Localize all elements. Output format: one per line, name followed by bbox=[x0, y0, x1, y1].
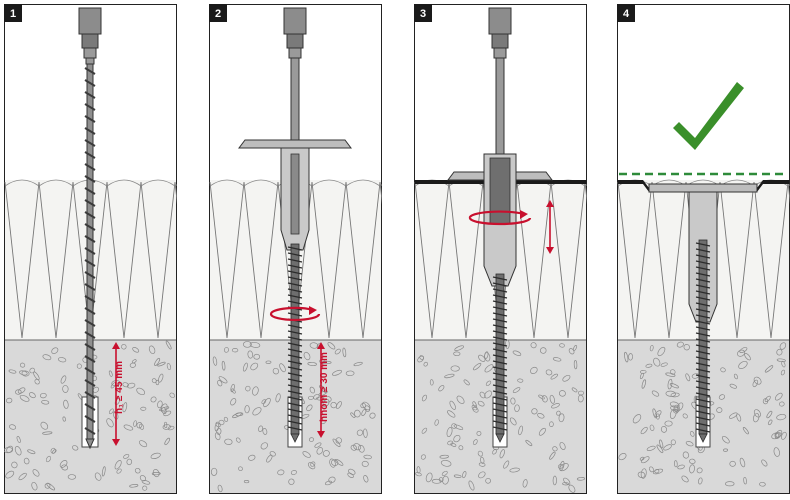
step-badge-3 bbox=[414, 4, 432, 22]
drill-chuck-collar bbox=[81, 33, 99, 49]
embed-depth-arrow-head-top bbox=[317, 342, 325, 349]
drill-depth-label: h₁ ≥ 45 mm bbox=[114, 361, 125, 414]
step-3-illustration: 3 bbox=[414, 4, 587, 494]
compression-arrow-head-bottom bbox=[546, 247, 554, 254]
rotation-arrow-back bbox=[269, 306, 314, 315]
rotation-arrow-head bbox=[520, 210, 528, 219]
step-badge-1 bbox=[4, 4, 22, 22]
drill-chuck-nose bbox=[288, 47, 302, 59]
drill-depth-arrow-head-top bbox=[112, 342, 120, 349]
screw-body-tip bbox=[495, 433, 505, 443]
drill-chuck-nose bbox=[493, 47, 507, 59]
drill-chuck bbox=[78, 7, 102, 35]
step-1-illustration: 1 h₁ ≥ 45 mm bbox=[4, 4, 177, 494]
drill-bit-flutes bbox=[84, 67, 96, 435]
step-badge-4 bbox=[617, 4, 635, 22]
rotation-arrow-head bbox=[309, 306, 317, 315]
rotation-arrow bbox=[269, 313, 321, 322]
drive-shaft bbox=[495, 57, 505, 159]
drill-chuck bbox=[283, 7, 307, 35]
drill-chuck-collar bbox=[491, 33, 509, 49]
drill-chuck bbox=[488, 7, 512, 35]
step-panel-2: 2 hnom ≥ 30 mm bbox=[209, 4, 382, 494]
step-number-4: 4 bbox=[623, 8, 630, 20]
step-number-1: 1 bbox=[10, 8, 16, 20]
step-2-illustration: 2 hnom ≥ 30 mm bbox=[209, 4, 382, 494]
step-panel-1: 1 h₁ ≥ 45 mm bbox=[4, 4, 177, 494]
drive-shaft bbox=[290, 57, 300, 149]
step-panel-3: 3 bbox=[414, 4, 587, 494]
step-number-3: 3 bbox=[420, 8, 426, 20]
insulation-plate bbox=[238, 139, 352, 149]
insulation-plate bbox=[648, 183, 758, 193]
rotation-arrow-back bbox=[468, 210, 525, 219]
step-4-illustration: 4 bbox=[617, 4, 790, 494]
drill-chuck-nose bbox=[83, 47, 97, 59]
screw-body-threads bbox=[492, 276, 508, 431]
screw-body-tip bbox=[698, 433, 708, 443]
step-number-2: 2 bbox=[215, 8, 221, 20]
compression-arrow-head-top bbox=[546, 200, 554, 207]
step-panel-4: 4 bbox=[617, 4, 790, 494]
screw-body-tip bbox=[290, 433, 300, 443]
drill-depth-arrow-head-bottom bbox=[112, 439, 120, 446]
drill-chuck-collar bbox=[286, 33, 304, 49]
drive-shaft bbox=[85, 57, 95, 65]
screw-body-threads bbox=[695, 242, 711, 433]
sleeve-head bbox=[489, 157, 511, 225]
step-badge-2 bbox=[209, 4, 227, 22]
embed-depth-arrow-head-bottom bbox=[317, 431, 325, 438]
rotation-arrow bbox=[468, 217, 532, 226]
sleeve-shaft bbox=[290, 153, 300, 235]
concrete-aggregate bbox=[4, 340, 175, 491]
embed-depth-label: hnom ≥ 30 mm bbox=[319, 352, 330, 422]
checkmark-icon bbox=[673, 82, 744, 150]
drill-bit-tip bbox=[85, 438, 95, 450]
